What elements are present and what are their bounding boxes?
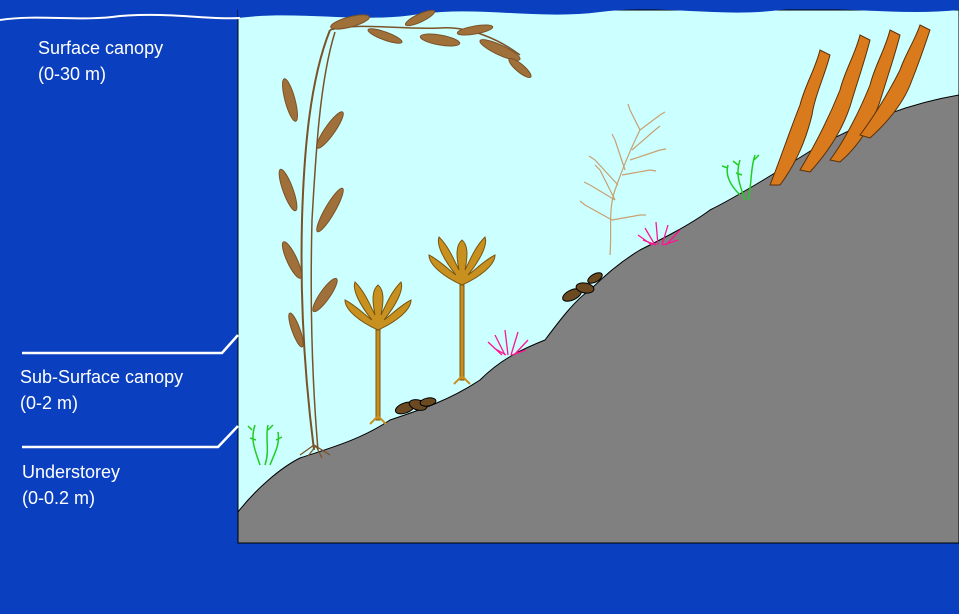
surface-canopy-name: Surface canopy (38, 35, 163, 61)
sea-surface-wave (0, 15, 240, 20)
subsurface-canopy-name: Sub-Surface canopy (20, 364, 183, 390)
understorey-label: Understorey (0-0.2 m) (22, 459, 120, 511)
surface-canopy-label: Surface canopy (0-30 m) (38, 35, 163, 87)
understorey-name: Understorey (22, 459, 120, 485)
subsurface-divider-line (22, 335, 238, 353)
understorey-range: (0-0.2 m) (22, 485, 120, 511)
subsurface-canopy-label: Sub-Surface canopy (0-2 m) (20, 364, 183, 416)
subsurface-canopy-range: (0-2 m) (20, 390, 183, 416)
surface-canopy-range: (0-30 m) (38, 61, 163, 87)
understorey-divider-line (22, 426, 238, 447)
